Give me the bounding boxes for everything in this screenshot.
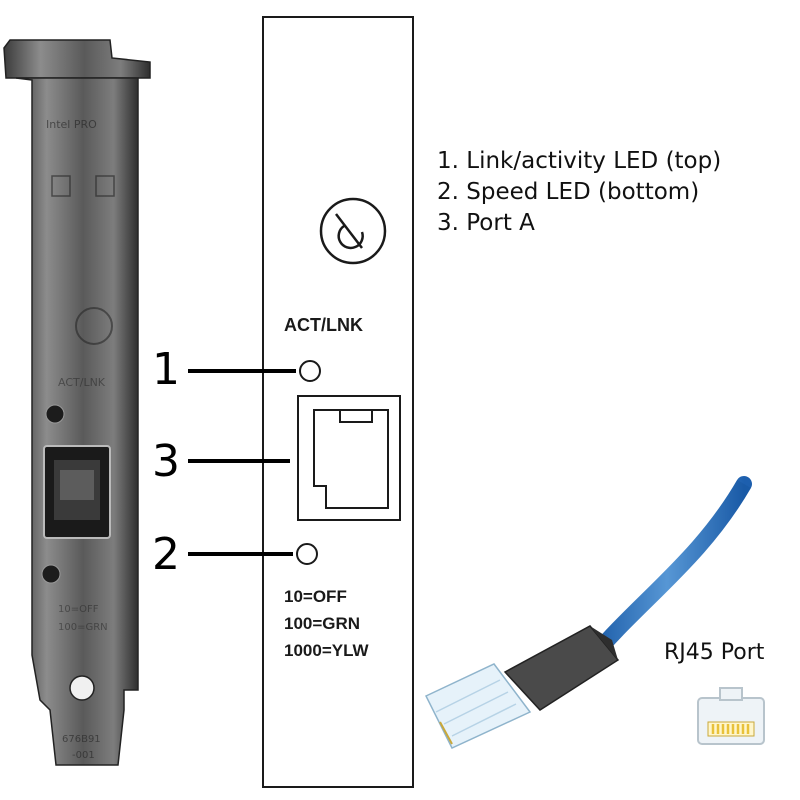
legend-list: 1. Link/activity LED (top) 2. Speed LED … (437, 146, 721, 239)
speed-legend-line: 10=OFF (284, 587, 347, 606)
panel-led-link-activity (299, 360, 321, 382)
rj45-port-label: RJ45 Port (664, 640, 765, 665)
callout-number-1: 1 (152, 344, 180, 395)
panel-logo-icon (319, 197, 387, 265)
callout-number-2: 2 (152, 529, 180, 580)
svg-text:100=GRN: 100=GRN (58, 622, 108, 633)
bracket-top-flange (3, 39, 151, 79)
act-link-label: ACT/LNK (284, 315, 363, 335)
rj45-plug (424, 663, 532, 749)
bracket-emboss-square (51, 175, 71, 197)
callout-number-3: 3 (152, 436, 180, 487)
legend-item: 2. Speed LED (bottom) (437, 179, 700, 205)
bracket-emboss-act: ACT/LNK (58, 376, 106, 389)
bracket-emboss-speed: 10=OFF (58, 604, 99, 615)
bracket-emboss-square (95, 175, 115, 197)
speed-legend-line: 100=GRN (284, 614, 361, 633)
svg-text:-001: -001 (72, 750, 95, 761)
bracket-emboss-logo (75, 307, 113, 345)
svg-text:676B91: 676B91 (62, 734, 101, 745)
legend-item: 3. Port A (437, 210, 535, 236)
rj45-port-icon (697, 687, 765, 745)
speed-legend-line: 1000=YLW (284, 641, 369, 660)
bracket-body (15, 77, 139, 766)
bracket-screw-hole (69, 675, 95, 701)
legend-item: 1. Link/activity LED (top) (437, 148, 722, 174)
panel-led-speed (296, 543, 318, 565)
bracket-led-hole-bottom (41, 564, 61, 584)
bracket-led-hole-top (45, 404, 65, 424)
bracket-emboss-text: Intel PRO (46, 118, 97, 131)
